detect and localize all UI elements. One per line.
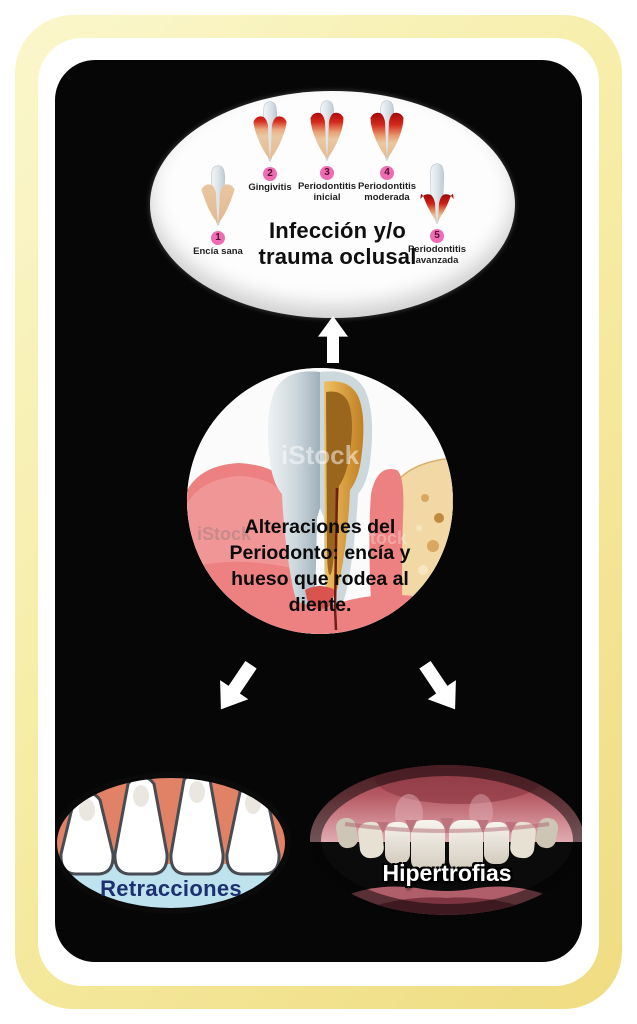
hypertrophy-illustration: [310, 765, 582, 915]
istock-watermark: iStock: [197, 524, 252, 544]
stage-number-badge: 1: [211, 231, 225, 245]
tooth-illustration: [201, 165, 235, 226]
stage-number-badge: 5: [430, 229, 444, 243]
istock-watermark: iStock: [353, 528, 408, 548]
tooth-illustration: [420, 163, 454, 224]
tooth-illustration: [310, 100, 344, 161]
hypertrophy-ellipse: Hipertrofias: [309, 764, 582, 916]
retractions-ellipse: Retracciones: [55, 770, 293, 916]
arrow-up-icon: [318, 316, 348, 363]
top-ellipse-title: Infección y/o trauma oclusal: [258, 218, 417, 269]
hypertrophy-label: Hipertrofias: [382, 860, 512, 886]
tooth-anatomy-circle: iStock iStock iStock Alteraciones del Pe…: [187, 368, 453, 634]
tooth-illustration: [253, 101, 287, 162]
stage-label: Periodontitis inicial: [297, 181, 357, 204]
stage-label: Gingivitis: [248, 182, 292, 193]
stage-label: Periodontitis avanzada: [407, 244, 467, 267]
anatomy-caption: Alteraciones del Periodonto: encía y hue…: [229, 516, 411, 617]
istock-watermark: iStock: [281, 440, 360, 470]
tooth-illustration: [370, 100, 404, 161]
stage-number-badge: 3: [320, 166, 334, 180]
stage-number-badge: 4: [380, 166, 394, 180]
stage-number-badge: 2: [263, 167, 277, 181]
retractions-illustration: [55, 772, 291, 914]
stage-label: Encía sana: [193, 246, 243, 257]
arrow-down-right-icon: [411, 655, 469, 719]
tooth-anatomy-illustration: iStock iStock iStock: [187, 368, 453, 634]
arrow-down-left-icon: [207, 655, 265, 719]
retractions-label: Retracciones: [100, 876, 242, 901]
stage-label: Periodontitis moderada: [357, 181, 417, 204]
